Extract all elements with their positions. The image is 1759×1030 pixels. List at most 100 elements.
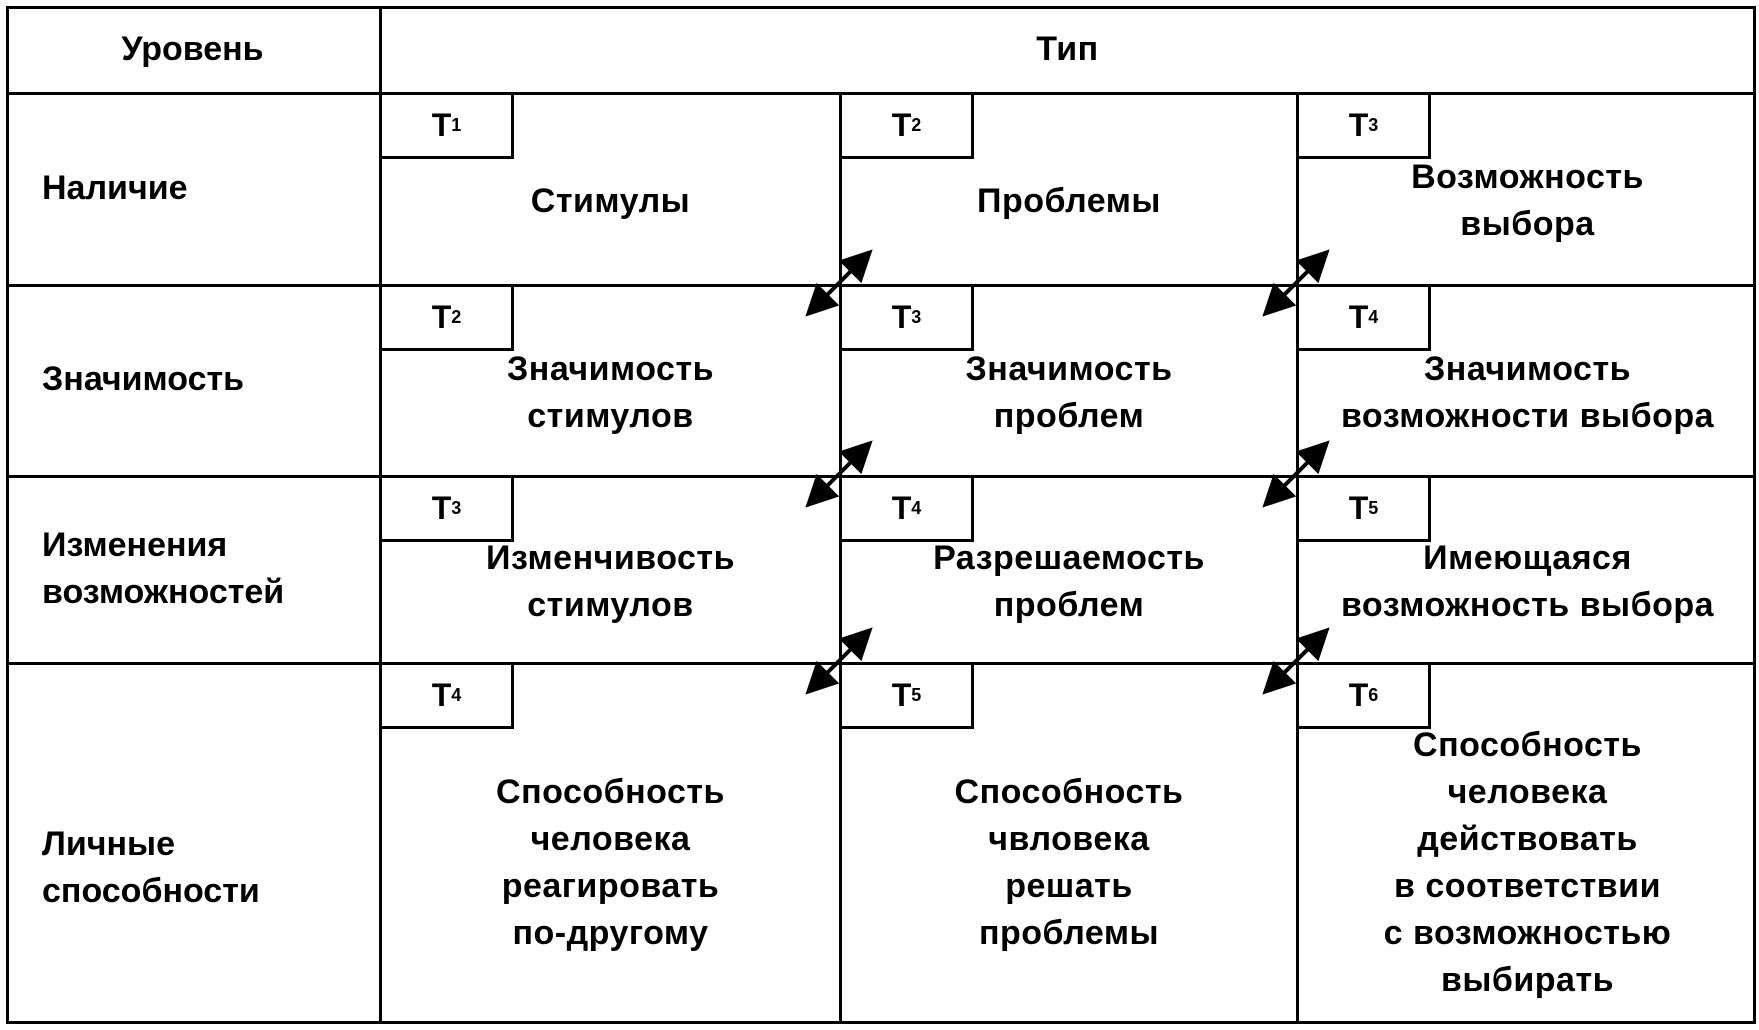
tag-letter: T [431, 299, 452, 335]
header-level-label: Уровень [121, 29, 264, 68]
cell-text: возможности выбора [1340, 396, 1715, 435]
tag-index: 3 [451, 498, 462, 518]
tag-letter: T [891, 107, 912, 143]
cell-text: в соответствии [1394, 867, 1661, 905]
cell-text: с возможностью [1383, 914, 1672, 952]
cell-text: Значимость [965, 349, 1173, 388]
level-text: Наличие [42, 168, 188, 207]
level-text: Изменения [42, 525, 228, 564]
cell-text: чвловека [988, 820, 1150, 858]
level-text: Значимость [42, 360, 245, 398]
row-divider [6, 284, 1756, 287]
col-divider [379, 6, 382, 1024]
double-arrow-icon [805, 627, 873, 695]
type-cell: Возможность выбора [1299, 118, 1756, 284]
level-label: Наличие [6, 92, 379, 284]
cell-text: выбирать [1440, 961, 1615, 999]
level-text: способности [42, 872, 260, 910]
double-arrow-icon [1262, 440, 1330, 508]
cell-text: стимулов [527, 585, 694, 624]
cell-text: Изменчивость [486, 538, 735, 577]
cell-text: Способность [954, 773, 1184, 811]
cell-text: человека [530, 820, 691, 858]
header-type-label: Тип [1036, 29, 1099, 68]
tag-index: 2 [911, 115, 922, 135]
cell-text: Способность [496, 773, 725, 811]
row-divider [6, 475, 1756, 478]
type-cell: Имеющаяся возможность выбора [1299, 501, 1756, 662]
cell-text: Разрешаемость [933, 538, 1205, 577]
type-cell: Изменчивость стимулов [382, 501, 839, 662]
col-divider [1296, 92, 1299, 1024]
tag-letter: T [1348, 107, 1369, 143]
double-arrow-icon [805, 440, 873, 508]
cell-text: проблем [993, 396, 1145, 435]
level-label: Значимость [6, 284, 379, 475]
col-divider [839, 92, 842, 1024]
tag-index: 5 [1368, 498, 1379, 518]
tag-letter: T [891, 299, 912, 335]
tag-letter: T [891, 677, 912, 713]
tag-letter: T [1348, 490, 1369, 526]
cell-text: Проблемы [977, 181, 1161, 220]
tag-index: 3 [1368, 115, 1379, 135]
cell-text: Возможность [1411, 158, 1644, 196]
header-type: Тип [379, 6, 1756, 92]
table-frame [6, 6, 1756, 1024]
type-cell: Значимость возможности выбора [1299, 310, 1756, 475]
double-arrow-icon [805, 249, 873, 317]
tag-letter: T [431, 107, 452, 143]
cell-text: выбора [1460, 205, 1595, 243]
tag-letter: T [1348, 677, 1369, 713]
cell-text: Стимулы [530, 181, 691, 220]
cell-text: возможность выбора [1340, 585, 1715, 624]
cell-text: Имеющаяся [1423, 538, 1632, 577]
type-cell: Значимость проблем [842, 310, 1296, 475]
tag-letter: T [891, 490, 912, 526]
double-arrow-icon [1262, 249, 1330, 317]
tag-index: 4 [911, 498, 922, 518]
cell-text: проблемы [978, 914, 1160, 952]
cell-text: человека [1447, 773, 1608, 811]
row-divider [6, 92, 1756, 95]
type-cell: Значимость стимулов [382, 310, 839, 475]
cell-text: Значимость [1423, 349, 1632, 388]
cell-text: действовать [1417, 820, 1638, 858]
level-text: Личные [42, 825, 175, 863]
tag-index: 2 [451, 307, 462, 327]
cell-text: Способность [1413, 726, 1642, 764]
tag-index: 6 [1368, 685, 1379, 705]
tag-letter: T [431, 677, 452, 713]
tag-index: 5 [911, 685, 922, 705]
double-arrow-icon [1262, 627, 1330, 695]
tag-letter: T [1348, 299, 1369, 335]
type-cell: Стимулы [382, 118, 839, 284]
tag-index: 4 [1368, 307, 1379, 327]
tag-index: 1 [451, 115, 462, 135]
cell-text: стимулов [527, 396, 694, 435]
level-text: возможностей [42, 572, 285, 611]
type-cell: Разрешаемость проблем [842, 501, 1296, 662]
cell-text: Значимость [506, 349, 715, 388]
tag-letter: T [431, 490, 452, 526]
cell-text: проблем [993, 585, 1145, 624]
row-divider [6, 662, 1756, 665]
level-label: Личные способности [6, 662, 379, 1024]
header-level: Уровень [6, 6, 379, 92]
tag-index: 3 [911, 307, 922, 327]
cell-text: реагировать [501, 867, 720, 905]
